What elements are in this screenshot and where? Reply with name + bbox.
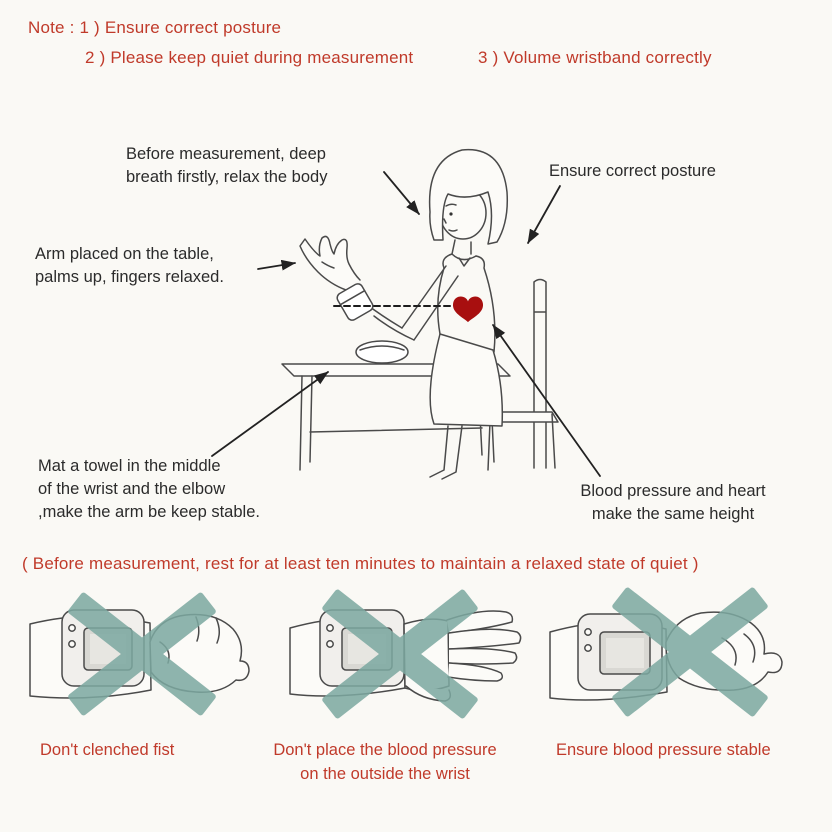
- annotation-line: Blood pressure and heart: [580, 482, 766, 500]
- annotation-breath: Before measurement, deep breath firstly,…: [126, 143, 327, 189]
- note-heading: Note : 1 ) Ensure correct posture: [28, 18, 282, 37]
- caption-line: Don't clenched fist: [40, 741, 175, 759]
- warning-clenched-fist-illustration: [29, 592, 250, 716]
- annotation-line: Mat a towel in the middle: [38, 457, 221, 475]
- annotation-towel: Mat a towel in the middle of the wrist a…: [38, 455, 260, 524]
- cross-icon: [68, 592, 216, 716]
- caption-line: Don't place the blood pressure: [273, 741, 497, 759]
- towel-illustration: [355, 340, 409, 364]
- annotation-line: make the same height: [591, 505, 755, 523]
- rest-note: ( Before measurement, rest for at least …: [22, 554, 699, 573]
- annotation-posture: Ensure correct posture: [549, 162, 716, 180]
- wrist-cuff: [336, 283, 374, 321]
- arrow-icon: [257, 259, 296, 271]
- caption-stable: Ensure blood pressure stable: [556, 738, 771, 762]
- note-item-3: 3 ) Volume wristband correctly: [478, 48, 712, 67]
- annotation-arm: Arm placed on the table, palms up, finge…: [35, 243, 224, 289]
- warning-stable-illustration: [549, 587, 783, 717]
- cross-icon: [322, 589, 478, 719]
- arrow-icon: [383, 171, 420, 215]
- annotation-heart: Blood pressure and heart make the same h…: [560, 480, 786, 526]
- caption-clenched-fist: Don't clenched fist: [40, 738, 174, 762]
- arrow-icon: [211, 371, 329, 457]
- annotation-line: ,make the arm be keep stable.: [38, 503, 260, 521]
- cross-icon: [612, 587, 768, 717]
- warning-outside-wrist-illustration: [289, 589, 522, 719]
- annotation-arrows: [211, 171, 601, 477]
- seated-person-illustration: [299, 148, 509, 480]
- annotation-line: of the wrist and the elbow: [38, 480, 226, 498]
- annotation-line: Before measurement, deep: [126, 145, 326, 163]
- caption-outside-wrist: Don't place the blood pressure on the ou…: [235, 738, 535, 786]
- caption-line: Ensure blood pressure stable: [556, 741, 771, 759]
- arrow-icon: [527, 185, 561, 244]
- caption-line: on the outside the wrist: [300, 765, 470, 783]
- note-item-2: 2 ) Please keep quiet during measurement: [85, 48, 414, 67]
- annotation-line: palms up, fingers relaxed.: [35, 268, 224, 286]
- annotation-line: Arm placed on the table,: [35, 245, 214, 263]
- heart-icon: [452, 296, 484, 323]
- annotation-line: breath firstly, relax the body: [126, 168, 328, 186]
- arrow-icon: [492, 324, 601, 477]
